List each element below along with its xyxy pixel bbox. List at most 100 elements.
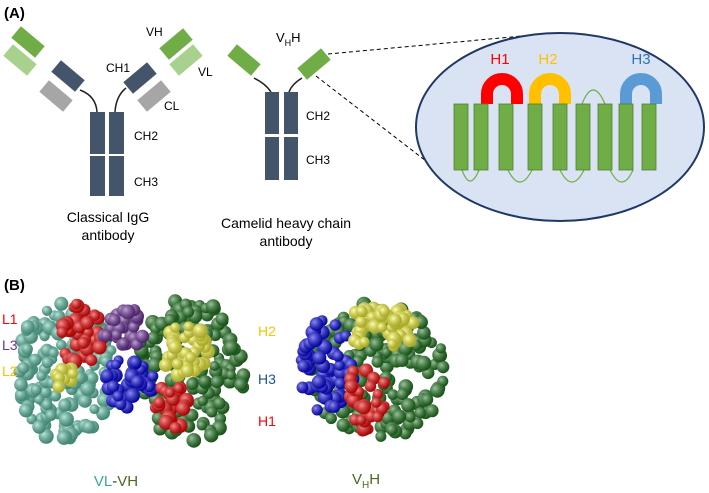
vhh-cdr3-atom-shade <box>297 360 310 373</box>
vhh-cdr3-atom-shade <box>311 404 323 416</box>
vhh-atom-shade <box>386 423 398 436</box>
igg-ch3-left <box>90 156 105 196</box>
cdr-h1-loop <box>481 73 523 104</box>
vhh-cdr3-atom-shade <box>334 377 346 390</box>
vl-atom-shade <box>14 388 28 402</box>
camelid-antibody-diagram: VHH CH2 CH3 Camelid heavy chain antibody <box>221 30 351 249</box>
camelid-ch3-left <box>265 137 279 180</box>
vhh-cdr3-atom-shade <box>309 317 324 331</box>
cdr-l3-atom-shade <box>120 304 136 320</box>
camelid-caption-line2: antibody <box>260 233 313 249</box>
vl-atom-shade <box>21 343 33 355</box>
cdr-h2-loop <box>529 73 571 104</box>
igg-ch3-right <box>109 156 124 196</box>
vh-cdr3-atom-shade <box>129 356 142 369</box>
legend-l3: L3 <box>2 337 18 353</box>
panel-b-label: (B) <box>4 277 25 294</box>
vh-cdr2-atom-shade <box>159 358 173 372</box>
vhh-atom-shade <box>414 407 427 419</box>
vh-cdr1-atom-shade <box>169 422 182 434</box>
vhh-cdr3-atom-shade <box>296 381 309 394</box>
vl-atom-shade <box>58 411 74 427</box>
vh-atom-shade <box>224 340 239 355</box>
vl-atom-shade <box>17 362 30 374</box>
vhh-atom-shade <box>395 353 409 367</box>
vh-cdr2-atom-shade <box>185 352 197 364</box>
igg-label-ch3: CH3 <box>134 175 158 189</box>
vl-atom-shade <box>30 384 42 396</box>
beta-strand-6 <box>575 103 591 171</box>
vhh-cdr3-atom-shade <box>307 332 323 348</box>
vhh-atom-shade <box>369 337 384 352</box>
vhh-atom-shade <box>371 356 384 368</box>
vh-cdr1-atom-shade <box>173 383 184 394</box>
panel-a-label: (A) <box>4 5 25 22</box>
strand-turn-bottom-2 <box>507 169 533 183</box>
vl-atom-shade <box>82 420 96 434</box>
cdr-l1-atom-shade <box>56 326 68 338</box>
vl-atom-shade <box>45 409 57 421</box>
vhh-atom-shade <box>392 409 407 424</box>
caption-vhh: VHH <box>352 471 380 491</box>
vl-atom-shade <box>32 420 46 434</box>
vhh-cdr3-atom-shade <box>334 360 345 371</box>
vl-atom-shade <box>39 386 52 399</box>
vh-atom-shade <box>147 331 160 345</box>
vl-atom-shade <box>89 404 100 415</box>
vl-atom-shade <box>28 353 42 367</box>
camelid-hinge-right <box>288 77 303 93</box>
strand-turn-bottom-1 <box>461 169 480 182</box>
igg-ch2-right <box>109 112 124 154</box>
vhh-atom-shade <box>336 418 350 432</box>
camelid-label-ch2: CH2 <box>306 109 330 123</box>
cdr-l2-atom-shade <box>52 380 66 394</box>
igg-left-ch1-domain <box>49 58 87 94</box>
vh-cdr2-atom-shade <box>183 321 194 332</box>
camelid-vhh-left <box>225 42 263 78</box>
igg-antibody-diagram: VH CH1 VL CL CH2 CH3 Classical IgG antib… <box>1 24 213 243</box>
vh-cdr3-atom-shade <box>125 388 140 403</box>
vh-cdr2-atom-shade <box>170 322 181 333</box>
beta-strand-7 <box>597 103 613 171</box>
vhh-atom-shade <box>430 383 445 398</box>
vhh-cdr1-atom-shade <box>356 400 371 415</box>
legend-h1: H1 <box>258 413 276 429</box>
cdr-l3-atom-shade <box>111 329 122 341</box>
vhh-cdr1-atom-shade <box>372 389 384 400</box>
vhh-cdr3-atom-shade <box>332 350 344 362</box>
vl-atom-shade <box>78 394 92 408</box>
vh-atom-shade <box>206 406 218 418</box>
beta-strand-5 <box>552 103 568 171</box>
beta-strand-3 <box>498 103 514 171</box>
igg-label-ch1: CH1 <box>106 61 130 75</box>
vhh-cdr2-atom-shade <box>406 316 420 330</box>
cdr-l1-atom-shade <box>90 310 101 321</box>
vh-atom-shade <box>147 357 163 373</box>
igg-label-vh: VH <box>146 25 163 39</box>
cdr-l3-atom-shade <box>135 329 150 344</box>
igg-left-vl-domain <box>1 42 39 78</box>
camelid-hinge-left <box>253 77 272 93</box>
vl-vh-surface-model <box>13 294 251 448</box>
cdr-l1-atom-shade <box>71 298 82 310</box>
vhh-cdr1-atom-shade <box>378 376 390 389</box>
vhh-cdr3-atom-shade <box>311 374 326 389</box>
camelid-ch2-left <box>265 92 279 134</box>
vhh-cdr1-atom-shade <box>356 415 367 426</box>
vhh-cdr2-atom-shade <box>355 315 368 328</box>
loop-label-h2: H2 <box>538 51 557 68</box>
igg-caption-line1: Classical IgG <box>67 209 149 225</box>
vh-cdr2-atom-shade <box>192 323 208 339</box>
vhh-atom-shade <box>375 430 387 442</box>
vhh-cdr3-atom-shade <box>329 319 341 331</box>
vh-atom-shade <box>186 433 202 448</box>
vh-atom-shade <box>209 361 220 371</box>
caption-vl-vh: VL-VH <box>94 473 138 490</box>
vl-atom-shade <box>54 296 69 311</box>
cdr-l3-atom-shade <box>128 321 140 333</box>
vh-cdr3-atom-shade <box>100 369 114 383</box>
vl-atom-shade <box>20 320 35 334</box>
vhh-atom-shade <box>401 398 416 413</box>
beta-strand-9 <box>641 103 657 171</box>
vhh-atom-shade <box>436 360 450 374</box>
